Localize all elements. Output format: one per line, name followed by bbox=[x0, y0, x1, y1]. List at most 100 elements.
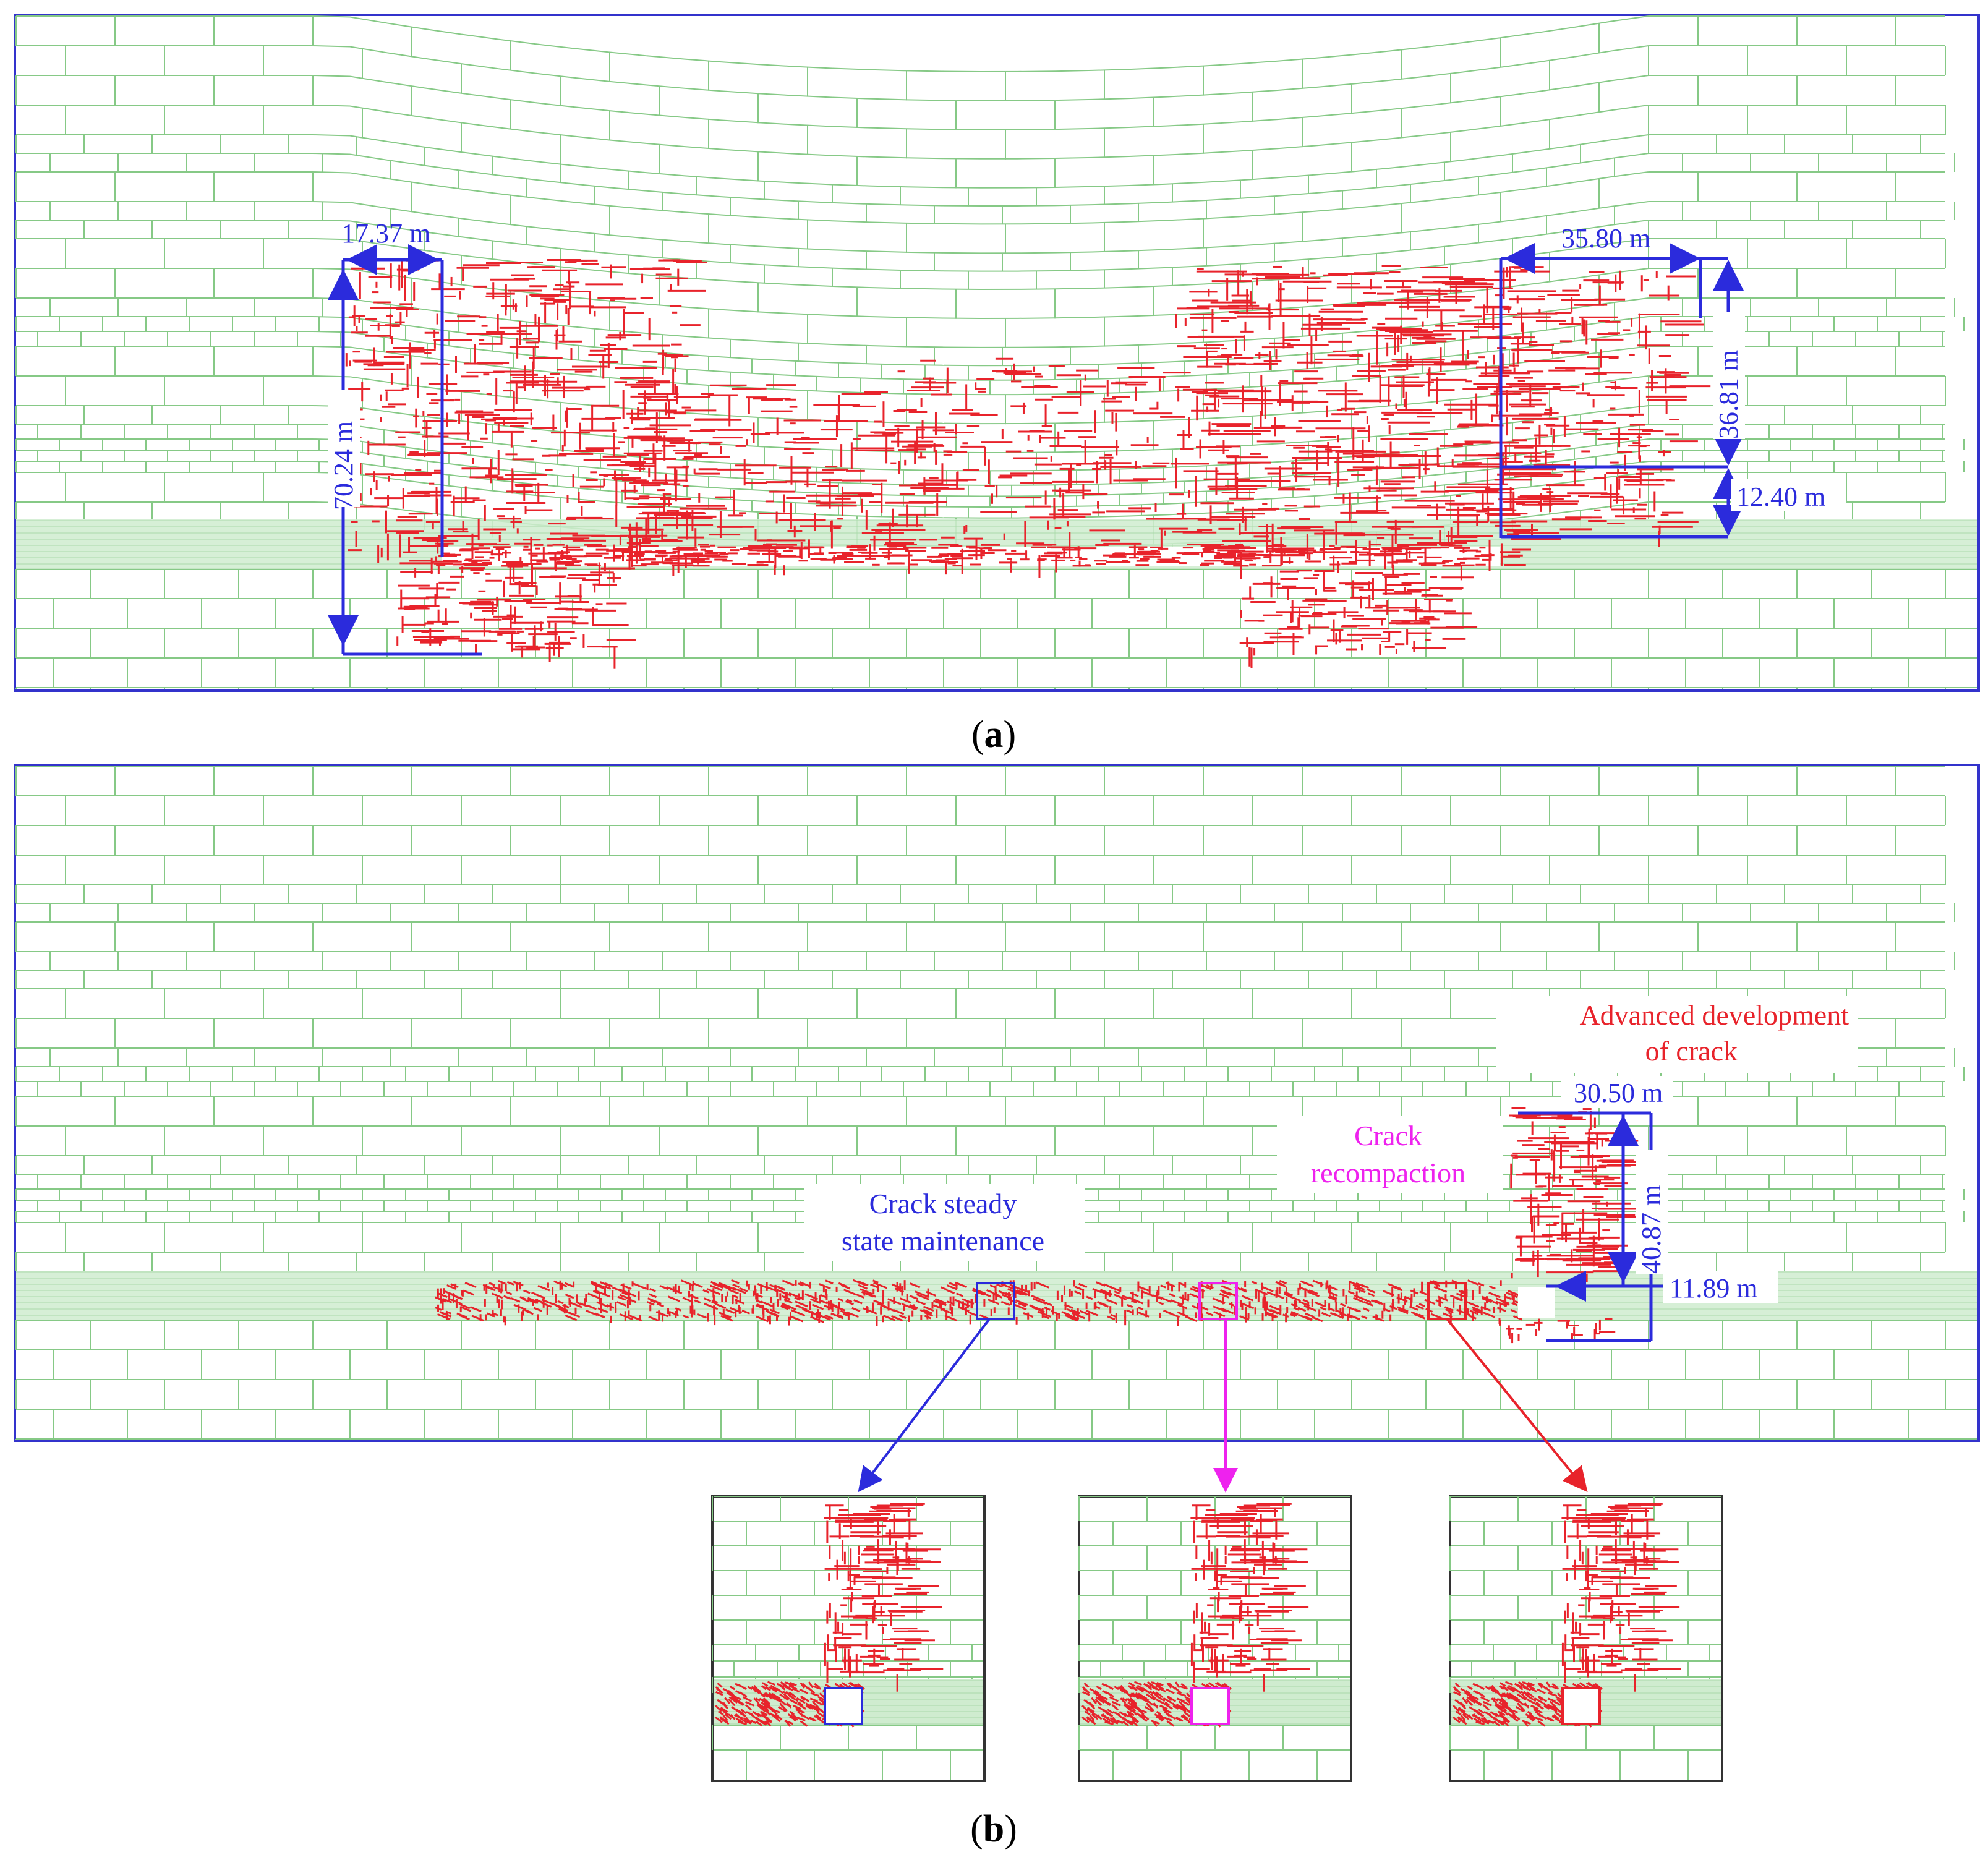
block-edge bbox=[757, 216, 796, 220]
block-edge bbox=[1166, 283, 1204, 287]
block-edge bbox=[795, 247, 833, 251]
block-edge bbox=[1462, 258, 1501, 264]
block-edge bbox=[832, 482, 870, 485]
block-edge bbox=[498, 424, 536, 430]
block-edge bbox=[386, 337, 425, 344]
panel-b-frame bbox=[14, 764, 1980, 1442]
block-edge bbox=[869, 221, 907, 224]
block-edge bbox=[1388, 105, 1427, 111]
block-edge bbox=[1462, 126, 1501, 132]
block-edge bbox=[1462, 479, 1501, 484]
block-edge bbox=[757, 64, 796, 67]
block-edge bbox=[609, 300, 647, 305]
block-edge bbox=[386, 177, 425, 185]
block-edge bbox=[1351, 405, 1389, 410]
block-edge bbox=[349, 153, 388, 161]
block-edge bbox=[386, 455, 425, 462]
block-edge bbox=[757, 263, 796, 267]
block-edge bbox=[1351, 186, 1389, 191]
block-edge bbox=[1091, 156, 1130, 158]
block-edge bbox=[1054, 317, 1093, 319]
block-edge bbox=[1611, 45, 1649, 52]
block-edge bbox=[498, 469, 536, 474]
block-edge bbox=[1574, 335, 1612, 342]
block-edge bbox=[1203, 500, 1241, 503]
block-edge bbox=[1017, 70, 1056, 72]
block-edge bbox=[535, 322, 573, 328]
block-edge bbox=[869, 268, 907, 271]
block-edge bbox=[1240, 260, 1278, 265]
block-edge bbox=[609, 110, 647, 115]
block-edge bbox=[720, 243, 759, 247]
block-edge bbox=[1425, 354, 1464, 359]
block-edge bbox=[906, 469, 944, 471]
block-edge bbox=[1574, 272, 1612, 279]
block-edge bbox=[1128, 492, 1167, 495]
block-edge bbox=[683, 277, 722, 281]
block-edge bbox=[535, 197, 573, 203]
block-edge bbox=[720, 262, 759, 265]
block-edge bbox=[386, 159, 425, 166]
block-edge bbox=[1240, 476, 1278, 480]
block-edge bbox=[572, 135, 610, 141]
block-edge bbox=[1537, 145, 1575, 151]
block-edge bbox=[461, 169, 499, 176]
block-edge bbox=[720, 309, 759, 313]
block-edge bbox=[1314, 171, 1352, 176]
block-edge bbox=[832, 376, 870, 379]
block-edge bbox=[646, 172, 685, 177]
block-edge bbox=[572, 326, 610, 331]
block-edge bbox=[1425, 41, 1464, 48]
block-edge bbox=[1240, 177, 1278, 181]
block-edge bbox=[906, 70, 944, 72]
block-edge bbox=[1388, 401, 1427, 407]
block-edge bbox=[795, 153, 833, 156]
block-edge bbox=[1462, 221, 1501, 227]
block-edge bbox=[1128, 220, 1167, 223]
block-edge bbox=[1462, 37, 1501, 43]
block-edge bbox=[572, 106, 610, 112]
block-edge bbox=[498, 318, 536, 324]
block-edge bbox=[832, 514, 870, 517]
block-edge bbox=[1128, 503, 1167, 506]
block-edge bbox=[386, 507, 425, 513]
block-edge bbox=[1574, 176, 1612, 183]
block-edge bbox=[461, 218, 499, 224]
block-edge bbox=[1091, 391, 1130, 395]
block-edge bbox=[832, 314, 870, 318]
block-edge bbox=[1314, 379, 1352, 384]
block-edge bbox=[1203, 197, 1241, 202]
block-edge bbox=[646, 208, 685, 213]
block-edge bbox=[535, 72, 573, 79]
block-edge bbox=[646, 504, 685, 508]
block-edge bbox=[572, 77, 610, 82]
block-edge bbox=[572, 164, 610, 170]
block-edge bbox=[720, 61, 759, 66]
block-edge bbox=[424, 87, 462, 94]
block-edge bbox=[572, 183, 610, 189]
block-edge bbox=[461, 487, 499, 492]
block-edge bbox=[1166, 123, 1204, 127]
block-edge bbox=[795, 375, 833, 378]
block-edge bbox=[1462, 66, 1501, 73]
block-edge bbox=[1166, 480, 1204, 483]
block-edge bbox=[832, 249, 870, 252]
block-edge bbox=[1017, 158, 1056, 160]
block-edge bbox=[1166, 200, 1204, 203]
block-edge bbox=[1203, 179, 1241, 183]
block-edge bbox=[1425, 321, 1464, 326]
block-edge bbox=[1351, 434, 1389, 439]
block-edge bbox=[1166, 218, 1204, 221]
block-edge bbox=[1091, 362, 1130, 365]
block-edge bbox=[1054, 451, 1093, 453]
block-edge bbox=[386, 477, 425, 484]
block-edge bbox=[1240, 385, 1278, 388]
block-edge bbox=[683, 306, 722, 310]
block-edge bbox=[1128, 183, 1167, 187]
block-edge bbox=[609, 187, 647, 192]
block-edge bbox=[1537, 163, 1575, 170]
block-edge bbox=[1166, 65, 1204, 69]
block-edge bbox=[1500, 150, 1538, 156]
block-edge bbox=[1388, 182, 1427, 187]
block-edge bbox=[1462, 155, 1501, 161]
